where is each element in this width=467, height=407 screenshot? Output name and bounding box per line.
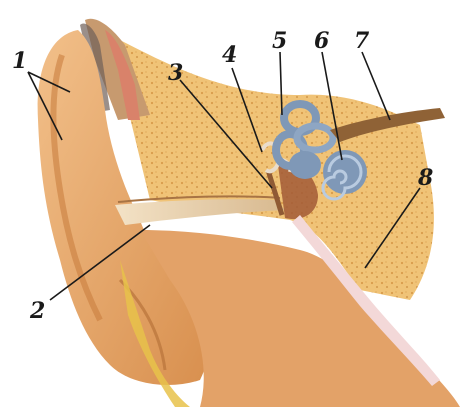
label-7: 7 <box>354 28 370 54</box>
label-6: 6 <box>314 28 329 54</box>
label-5: 5 <box>272 28 287 54</box>
label-1: 1 <box>12 48 27 74</box>
label-8: 8 <box>417 165 433 191</box>
label-4: 4 <box>222 42 237 68</box>
label-2: 2 <box>29 298 45 324</box>
label-3: 3 <box>168 60 183 86</box>
vestibule <box>289 151 321 179</box>
